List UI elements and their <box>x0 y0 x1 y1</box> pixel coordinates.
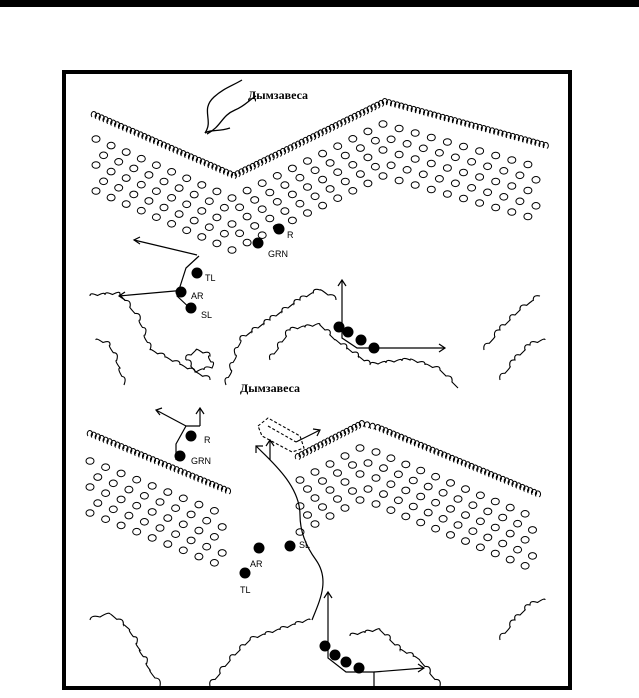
soldier-marker-tl-2 <box>239 567 251 579</box>
soldier-marker-ar-2 <box>253 542 265 554</box>
soldier-marker-5 <box>319 640 331 652</box>
smoke-screen-top <box>204 79 257 135</box>
soldier-marker-sl-2 <box>284 540 296 552</box>
tree-line-bottom-right <box>349 628 441 686</box>
label-tl-2: TL <box>240 585 251 595</box>
ridgelines <box>86 98 549 498</box>
tree-line-right <box>483 295 541 351</box>
boulder-field-mid-right <box>295 444 537 570</box>
smoke-screen-label-top: Дымзавеса <box>248 88 308 102</box>
panel1-team-main: R GRN <box>252 223 294 259</box>
label-tl: TL <box>205 273 216 283</box>
soldier-marker-7 <box>340 656 352 668</box>
soldier-marker-r-2 <box>185 430 197 442</box>
tree-line-bottom-left <box>89 612 161 686</box>
soldier-marker-r <box>273 223 285 235</box>
ridge-line-mid-left <box>86 430 231 495</box>
soldier-marker-2 <box>342 326 354 338</box>
label-r-2: R <box>204 435 211 445</box>
tactical-diagram: Дымзавеса Дымзавеса R GRN TL AR SL <box>85 79 549 686</box>
ridge-line-mid-right <box>294 420 541 498</box>
boulder-fields <box>85 120 541 570</box>
soldier-marker-tl <box>191 267 203 279</box>
tree-line-center <box>224 288 337 386</box>
tree-line-bottom-center <box>209 618 311 686</box>
ridge-line-top <box>90 98 549 180</box>
soldier-marker-3 <box>355 334 367 346</box>
panel2-team-left: R GRN <box>154 406 211 466</box>
panel2-fire-team-bottom <box>319 590 426 686</box>
soldier-marker-6 <box>329 649 341 661</box>
label-sl: SL <box>201 310 212 320</box>
diagram-frame: Дымзавеса Дымзавеса R GRN TL AR SL <box>62 70 572 690</box>
label-ar: AR <box>191 291 204 301</box>
smoke-screen-label-mid: Дымзавеса <box>240 381 300 395</box>
soldier-marker-grn-2 <box>174 450 186 462</box>
tree-clump-small <box>185 348 215 373</box>
soldier-marker-8 <box>353 662 365 674</box>
tree-lines <box>89 288 546 686</box>
label-ar-2: AR <box>250 559 263 569</box>
panel1-team-left: TL AR SL <box>117 236 216 320</box>
soldier-marker-grn <box>252 237 264 249</box>
tree-line-left-2 <box>95 338 126 386</box>
top-rule <box>0 0 639 7</box>
smoke-screen-mid <box>257 417 305 453</box>
boulder-field-mid-left <box>85 457 227 567</box>
soldier-marker-sl <box>185 302 197 314</box>
label-grn-2: GRN <box>191 456 211 466</box>
panel1-fire-team-right <box>333 278 447 354</box>
panel2-team-center: SL AR TL <box>239 428 324 621</box>
label-sl-2: SL <box>299 540 310 550</box>
tree-line-bottom-far-right <box>499 598 546 641</box>
tree-line-center-2 <box>268 323 459 389</box>
tree-line-left-1 <box>89 291 211 381</box>
label-r: R <box>287 230 294 240</box>
label-grn: GRN <box>268 249 288 259</box>
tree-line-right-2 <box>499 338 546 381</box>
soldier-marker-ar <box>175 286 187 298</box>
